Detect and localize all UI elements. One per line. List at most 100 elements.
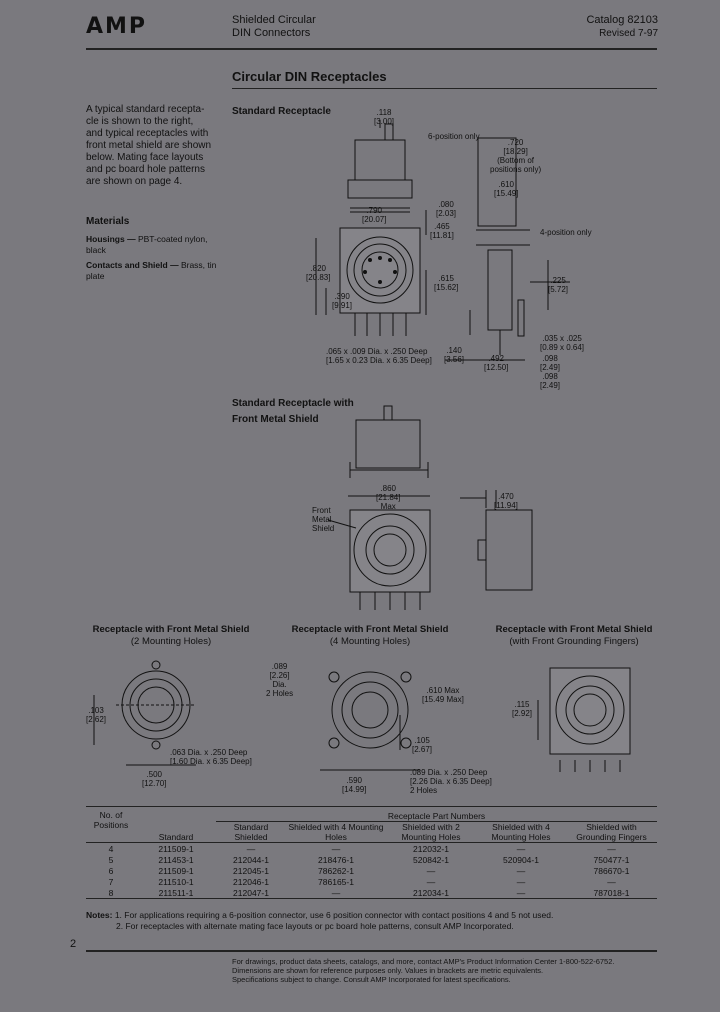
contacts-label: Contacts and Shield — [86, 260, 179, 270]
dim-note: (Bottom of [497, 156, 535, 165]
dim-value: .115 [514, 700, 530, 709]
dim-metric: [0.89 x 0.64] [540, 343, 585, 352]
dim-value: .610 Max [426, 686, 460, 695]
header-title-line2: DIN Connectors [232, 27, 311, 39]
notes: Notes: 1. For applications requiring a 6… [86, 910, 657, 932]
hole-spec: .065 x .009 Dia. x .250 Deep [326, 347, 428, 356]
cell: — [607, 843, 616, 854]
cell: 212046-1 [233, 876, 269, 887]
housings-value: PBT-coated nylon, black [86, 234, 208, 255]
cell: 211509-1 [158, 843, 194, 854]
housings-label: Housings — [86, 234, 136, 244]
intro-line: cle is shown to the right, [86, 116, 194, 127]
dim-value: .615 [438, 274, 455, 283]
dim-metric: [12.50] [484, 363, 509, 372]
fig2-title: Standard Receptacle with Front Metal Shi… [232, 396, 354, 428]
dim-metric: [15.62] [434, 283, 459, 292]
cell: 211511-1 [158, 887, 194, 898]
fig1-dim-d5: .080[2.03] [436, 200, 456, 218]
header-title-line1: Shielded Circular [232, 14, 316, 26]
caption-line: Receptacle with Front Metal Shield [495, 624, 653, 635]
cell: 212047-1 [233, 887, 269, 898]
footer-line: For drawings, product data sheets, catal… [232, 957, 615, 966]
fig4-caption: Receptacle with Front Metal Shield (4 Mo… [290, 624, 450, 648]
fig1-note-6pos: 6-position only [428, 132, 480, 141]
dim-value: .820 [310, 264, 327, 273]
fig4-drawing [320, 671, 420, 771]
intro-text: A typical standard recepta- cle is shown… [86, 104, 231, 188]
note-2: 2. For receptacles with alternate mating… [116, 921, 514, 931]
hole-spec-metric: [1.60 Dia. x 6.35 Deep] [170, 757, 252, 766]
fig1-dim-d8: .615[15.62] [434, 274, 458, 292]
group-header: Receptacle Part Numbers [216, 810, 657, 822]
hole-spec: .063 Dia. x .250 Deep [170, 748, 248, 757]
dim-metric: [3.56] [444, 355, 465, 364]
dim-metric: [2.49] [540, 363, 561, 372]
dim-value: .118 [376, 108, 392, 117]
cell: — [516, 876, 526, 887]
dim-value: .860 [380, 484, 397, 493]
fig1-dim-d7: .820[20.83] [306, 264, 330, 282]
intro-line: below. Mating face layouts [86, 152, 204, 163]
hole-spec-metric: [2.26 Dia. x 6.35 Deep] [410, 777, 492, 786]
dim-value: .500 [146, 770, 163, 779]
dim-metric: [5.72] [548, 285, 569, 294]
dim-value: .140 [446, 346, 462, 355]
dim-metric: [2.26] [269, 671, 290, 680]
table-top-rule [86, 806, 657, 807]
footer-line: Specifications subject to change. Consul… [232, 975, 511, 984]
intro-line: A typical standard recepta- [86, 104, 205, 115]
fig4-dim-d3: .105[2.67] [412, 736, 432, 754]
intro-line: are shown on page 4. [86, 176, 183, 187]
cell: 212034-1 [413, 887, 449, 898]
cell: 786262-1 [318, 865, 354, 876]
cell: — [246, 843, 256, 854]
dim-metric: [11.81] [430, 231, 454, 240]
fig4-dim-d4: .590[14.99] [342, 776, 366, 794]
dim-metric: [11.94] [494, 501, 518, 510]
catalog-info: Catalog 82103 Revised 7-97 [586, 14, 658, 40]
cell: 750477-1 [593, 854, 630, 865]
dim-value: .790 [366, 206, 383, 215]
dim-value: .470 [498, 492, 514, 501]
fig3-dim-d1: .103[2.62] [86, 706, 106, 724]
dim-metric: [2.67] [412, 745, 433, 754]
fig1-dim-d15: .098[2.49] [540, 372, 560, 390]
dim-metric: [14.99] [342, 785, 367, 794]
section-rule [232, 88, 657, 89]
cell: 5 [108, 854, 114, 865]
fig1-hole-note: .065 x .009 Dia. x .250 Deep[1.65 x 0.23… [326, 347, 432, 365]
label-line: Shield [312, 524, 335, 533]
cell: 212045-1 [233, 865, 269, 876]
dim-value: .098 [542, 372, 558, 381]
cell: 212032-1 [413, 843, 449, 854]
dim-value: .089 [271, 662, 288, 671]
fig1-dim-d3: .610[15.49] [494, 180, 518, 198]
cell: 212044-1 [233, 854, 269, 865]
materials-heading: Materials [86, 216, 130, 227]
col-shielded-4holes-b: Shielded with 4 Mounting Holes [491, 822, 551, 842]
dim-value: .035 x .025 [542, 334, 582, 343]
dim-metric: [2.62] [86, 715, 107, 724]
note-1: 1. For applications requiring a 6-positi… [114, 910, 554, 920]
footer-rule [86, 950, 657, 952]
parts-table-wrap: No. of Positions Standard Receptacle Par… [86, 810, 657, 899]
contacts-value: Brass, tin [180, 260, 217, 270]
caption-sub: (with Front Grounding Fingers) [509, 636, 639, 647]
dim-metric: [2.92] [512, 709, 533, 718]
fig1-note-4pos: 4-position only [540, 228, 592, 237]
fig5-caption: Receptacle with Front Metal Shield (with… [494, 624, 654, 648]
hole-count: 2 Holes [410, 786, 438, 795]
fig4-hole-note: .089 Dia. x .250 Deep[2.26 Dia. x 6.35 D… [410, 768, 492, 795]
fig1-title: Standard Receptacle [232, 106, 331, 117]
cell: — [516, 887, 526, 898]
fig1-dim-d11: .035 x .025[0.89 x 0.64] [540, 334, 584, 352]
fig1-dim-d4: .790[20.07] [362, 206, 386, 224]
fig1-dim-d1: .118[3.00] [374, 108, 394, 126]
dim-metric: [2.49] [540, 381, 561, 390]
dim-value: .098 [542, 354, 558, 363]
